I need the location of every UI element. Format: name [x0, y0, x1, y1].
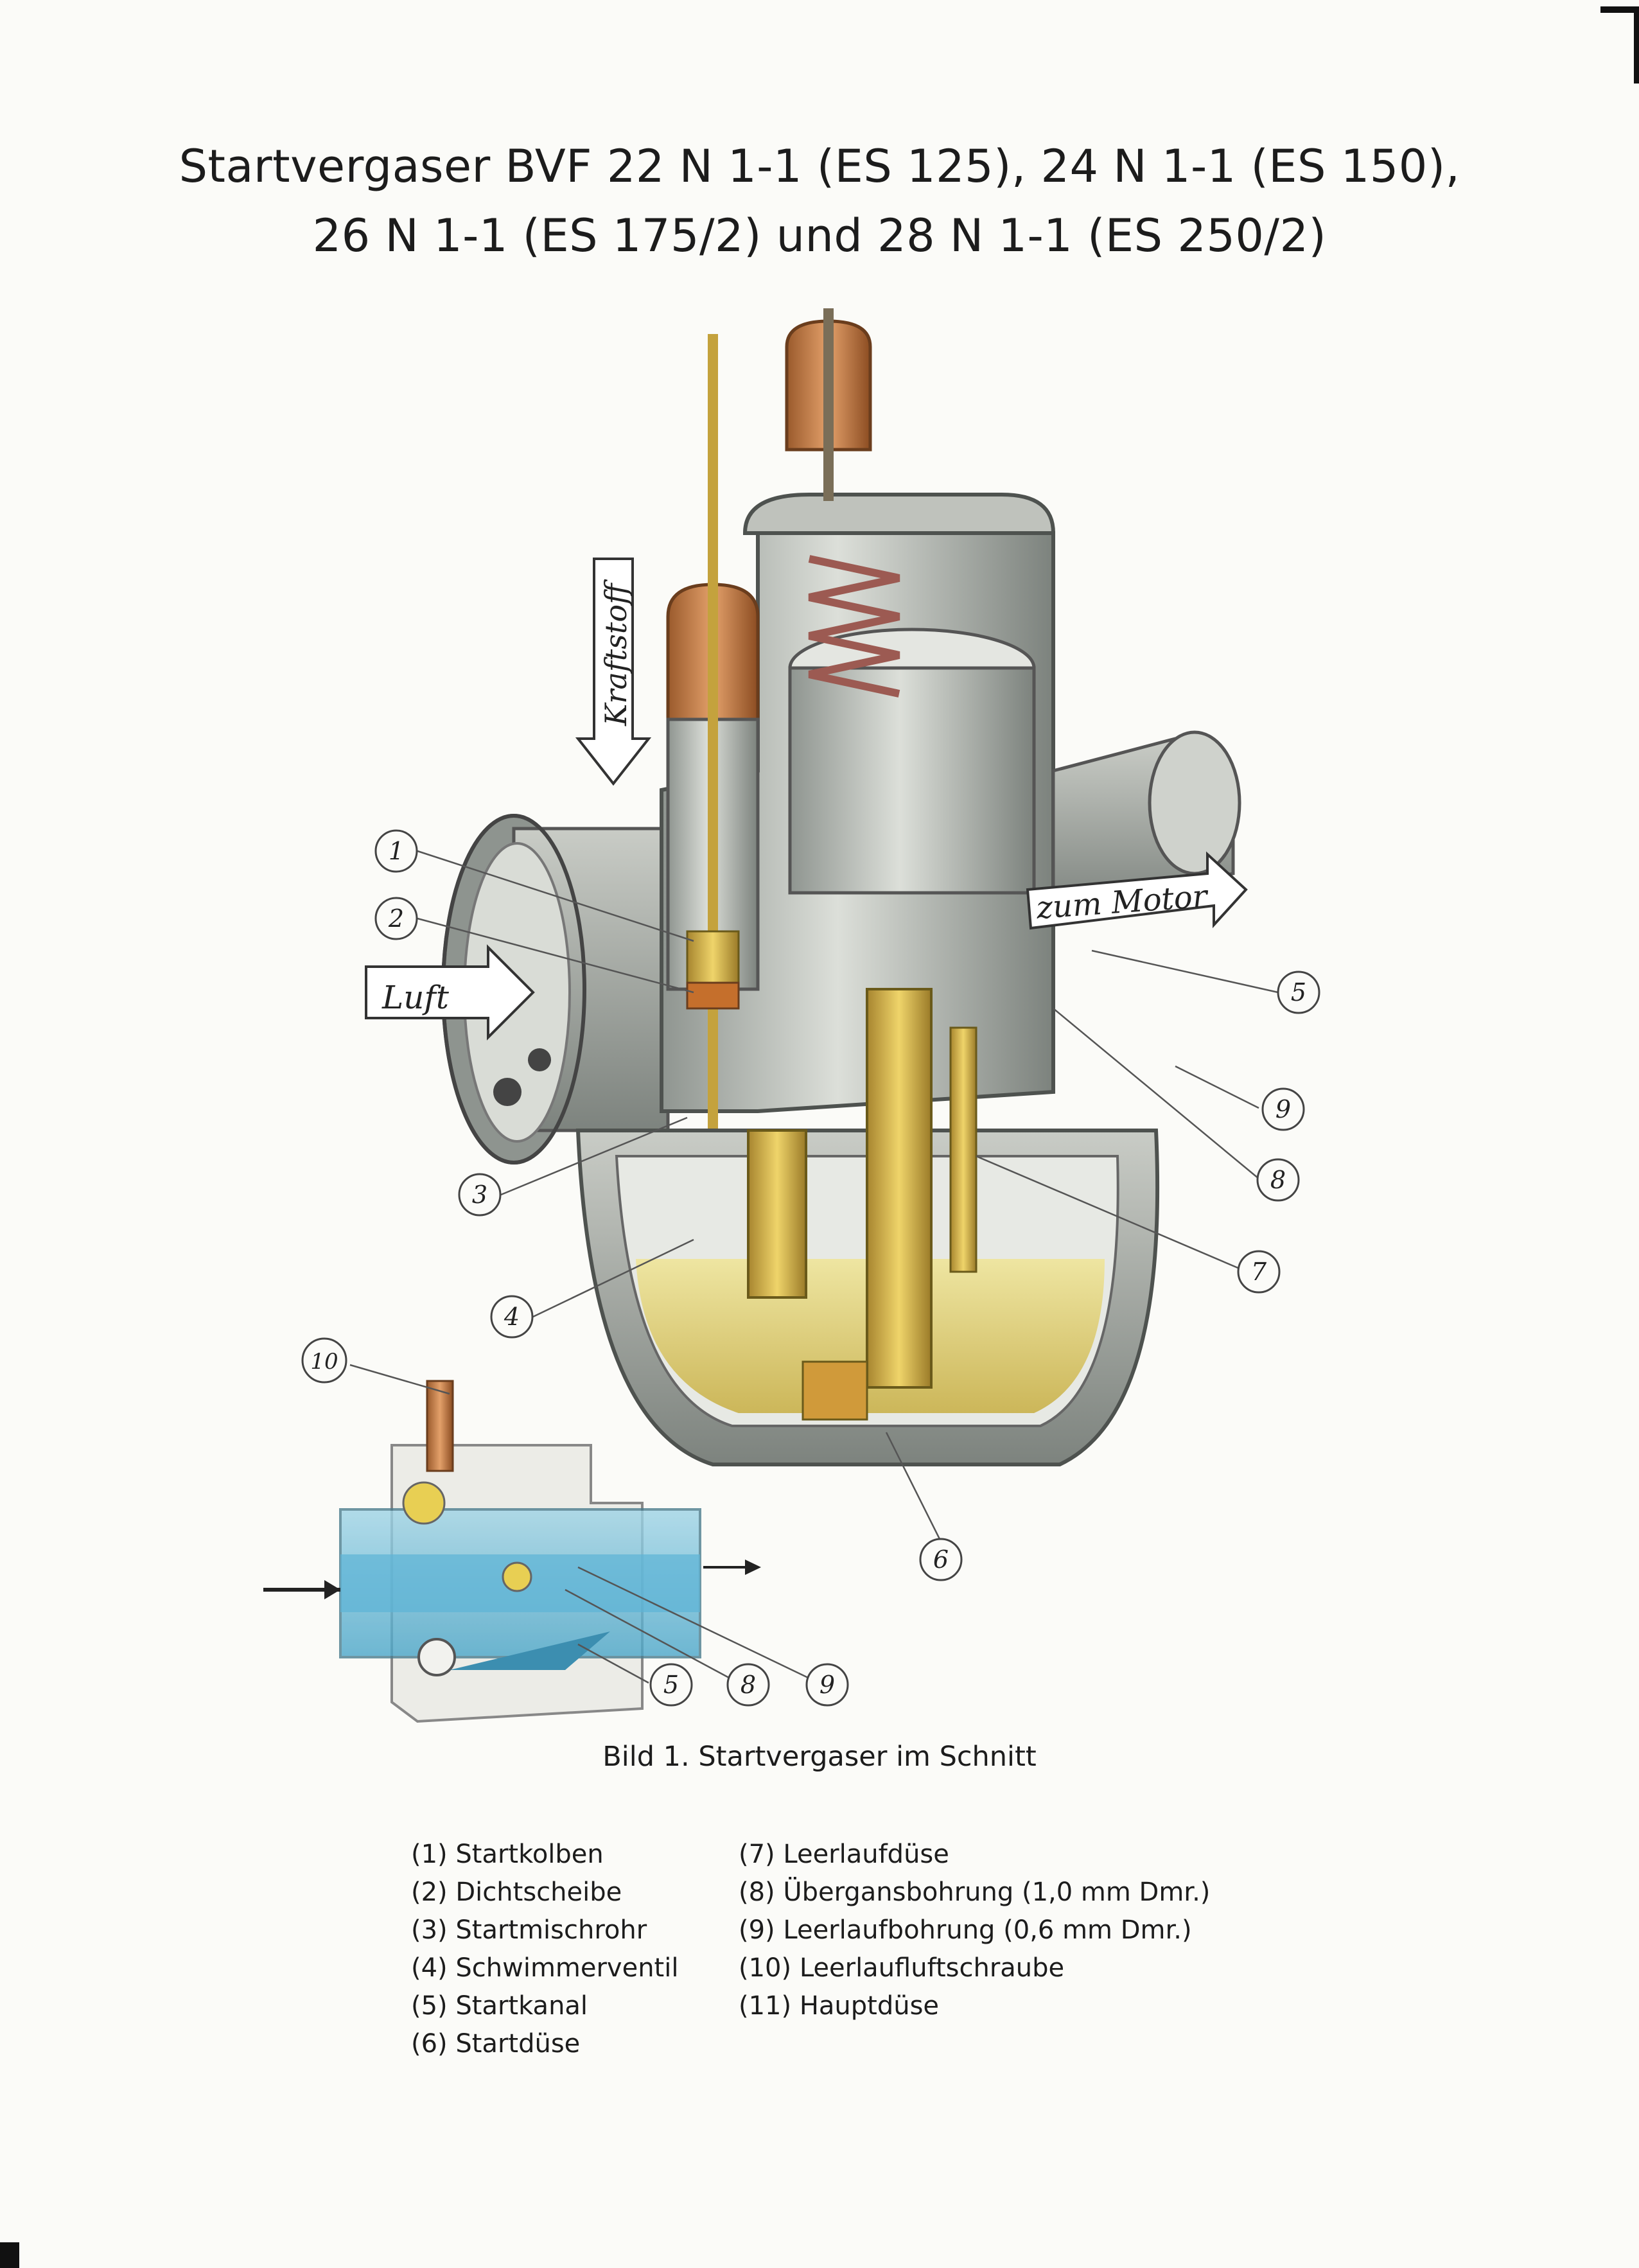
legend-item: (4) Schwimmerventil	[411, 1953, 679, 1983]
callout-inset-8-text: 8	[741, 1671, 756, 1699]
engine-outlet-arrow	[1026, 851, 1248, 930]
legend-left-column: (1) Startkolben (2) Dichtscheibe (3) Sta…	[411, 1836, 678, 2063]
callout-10-text: 10	[310, 1349, 338, 1375]
scan-edge-mark	[1634, 6, 1639, 84]
float-bowl	[575, 988, 1160, 1466]
callout-3	[458, 1173, 502, 1217]
callout-8-text: 8	[1270, 1166, 1286, 1194]
legend-item: (6) Startdüse	[411, 2029, 581, 2059]
callout-3-text: 3	[472, 1181, 487, 1209]
callout-6	[919, 1538, 963, 1581]
callout-leaders	[349, 850, 1279, 1684]
callout-6-text: 6	[933, 1545, 949, 1574]
callout-1-text: 1	[389, 837, 404, 865]
callout-inset-5	[649, 1663, 693, 1707]
callout-2-text: 2	[388, 904, 404, 933]
fuel-label: Kraftstoff	[599, 579, 633, 726]
legend-item: (9) Leerlaufbohrung (0,6 mm Dmr.)	[739, 1915, 1192, 1945]
callout-7-text: 7	[1251, 1258, 1267, 1286]
start-piston-housing	[666, 334, 760, 1330]
callout-4	[490, 1295, 534, 1339]
legend-item: (8) Übergansbohrung (1,0 mm Dmr.)	[739, 1877, 1211, 1907]
callout-9	[1261, 1087, 1305, 1131]
legend-item: (10) Leerlaufluftschraube	[739, 1953, 1065, 1983]
figure-caption: Bild 1. Startvergaser im Schnitt	[602, 1741, 1037, 1773]
legend-right-column: (7) Leerlaufdüse (8) Übergansbohrung (1,…	[739, 1836, 1210, 2025]
fuel-inlet-arrow	[575, 558, 652, 786]
legend-item: (2) Dichtscheibe	[411, 1877, 622, 1907]
legend-item: (5) Startkanal	[411, 1991, 588, 2021]
callout-markers	[301, 829, 1320, 1707]
page-title: Startvergaser BVF 22 N 1-1 (ES 125), 24 …	[0, 132, 1639, 270]
callout-4-text: 4	[504, 1303, 520, 1331]
title-line-1: Startvergaser BVF 22 N 1-1 (ES 125), 24 …	[179, 140, 1460, 193]
legend-item: (7) Leerlaufdüse	[739, 1840, 949, 1869]
idle-system-inset-diagram	[263, 1380, 761, 1723]
callout-10	[301, 1337, 347, 1384]
title-line-2: 26 N 1-1 (ES 175/2) und 28 N 1-1 (ES 250…	[312, 209, 1327, 262]
callout-1	[374, 829, 418, 873]
scan-edge-mark	[1600, 6, 1639, 13]
throttle-spring	[808, 555, 900, 698]
legend-item: (11) Hauptdüse	[739, 1991, 940, 2021]
scan-edge-mark	[0, 2242, 19, 2268]
callout-inset-9	[805, 1663, 849, 1707]
callout-inset-9-text: 9	[820, 1671, 835, 1699]
air-inlet-arrow	[365, 944, 535, 1041]
callout-2	[374, 897, 418, 940]
callout-5-text: 5	[1291, 978, 1306, 1007]
callout-numbers: 1 2 3 4 5 6 7 8 9 10 5 8 9	[310, 837, 1306, 1699]
callout-8	[1256, 1158, 1300, 1202]
callout-inset-8	[726, 1663, 770, 1707]
callout-7	[1237, 1250, 1281, 1294]
callout-9-text: 9	[1275, 1095, 1291, 1123]
callout-inset-5-text: 5	[663, 1671, 679, 1699]
legend-item: (1) Startkolben	[411, 1840, 604, 1869]
throttle-cable-housing	[785, 308, 872, 501]
legend-item: (3) Startmischrohr	[411, 1915, 647, 1945]
air-label: Luft	[381, 979, 450, 1016]
callout-5	[1277, 971, 1320, 1014]
